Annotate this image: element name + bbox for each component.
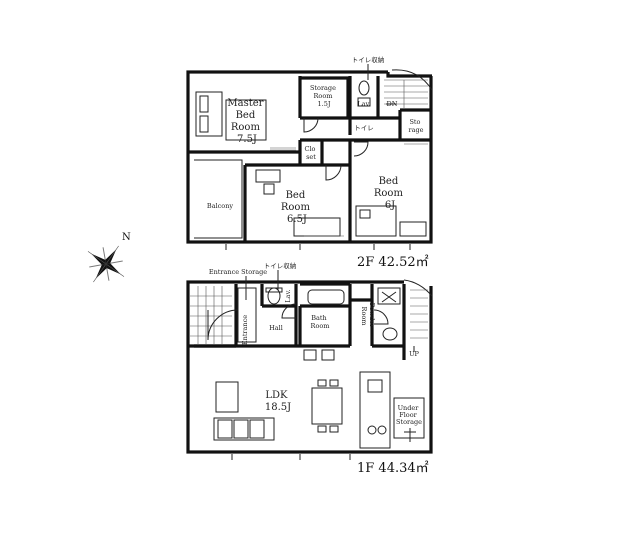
label-up: UP — [409, 350, 419, 358]
label-toilet-2f: トイレ — [354, 124, 374, 132]
label-ldk: LDK 18.5J — [265, 390, 291, 413]
2f-labels: Master Bed Room 7.5J Storage Room 1.5J ト… — [207, 55, 429, 270]
area-2f: 2F 42.52㎡ — [357, 255, 429, 270]
label-closet: Clo set — [304, 145, 317, 161]
label-lav-1f: Lav. — [284, 289, 292, 302]
label-master-bed-room: Master Bed Room 7.5J — [227, 98, 266, 145]
label-under-floor-storage: Under Floor Storage — [396, 404, 422, 426]
entrance-tiles — [190, 286, 232, 344]
label-bed-room-65: Bed Room 6.5J — [281, 190, 313, 225]
label-storage-room: Storage Room 1.5J — [310, 84, 338, 108]
1f-stairs — [410, 289, 428, 352]
2f-outer-wall — [186, 70, 433, 244]
label-storage-small: Sto rage — [409, 118, 424, 134]
label-bath-room: Bath Room — [311, 314, 330, 330]
1f-labels: Entrance Storage トイレ収納 Entrance Lav. Hal… — [209, 261, 429, 476]
2f-balcony-outline — [194, 159, 243, 239]
label-entrance-storage: Entrance Storage — [209, 268, 267, 276]
floor-1f — [186, 276, 434, 460]
1f-outer-wall — [186, 280, 433, 454]
north-compass: N — [87, 232, 131, 283]
2f-storage-room-wall — [300, 76, 350, 120]
area-1f: 1F 44.34㎡ — [357, 461, 429, 476]
label-lav-2f: Lav. — [357, 100, 370, 108]
label-dn: DN — [387, 100, 398, 108]
label-bed-room-6: Bed Room 6J — [374, 176, 406, 211]
label-powder-room: Powder Room — [360, 303, 376, 330]
label-entrance: Entrance — [241, 315, 249, 345]
label-toilet-storage-1f: トイレ収納 — [264, 261, 297, 270]
compass-label: N — [122, 232, 131, 243]
label-balcony: Balcony — [207, 202, 233, 210]
floor-2f — [186, 66, 433, 250]
label-hall: Hall — [269, 324, 283, 332]
label-toilet-storage-2f: トイレ収納 — [352, 55, 385, 64]
2f-stairs — [384, 79, 428, 108]
